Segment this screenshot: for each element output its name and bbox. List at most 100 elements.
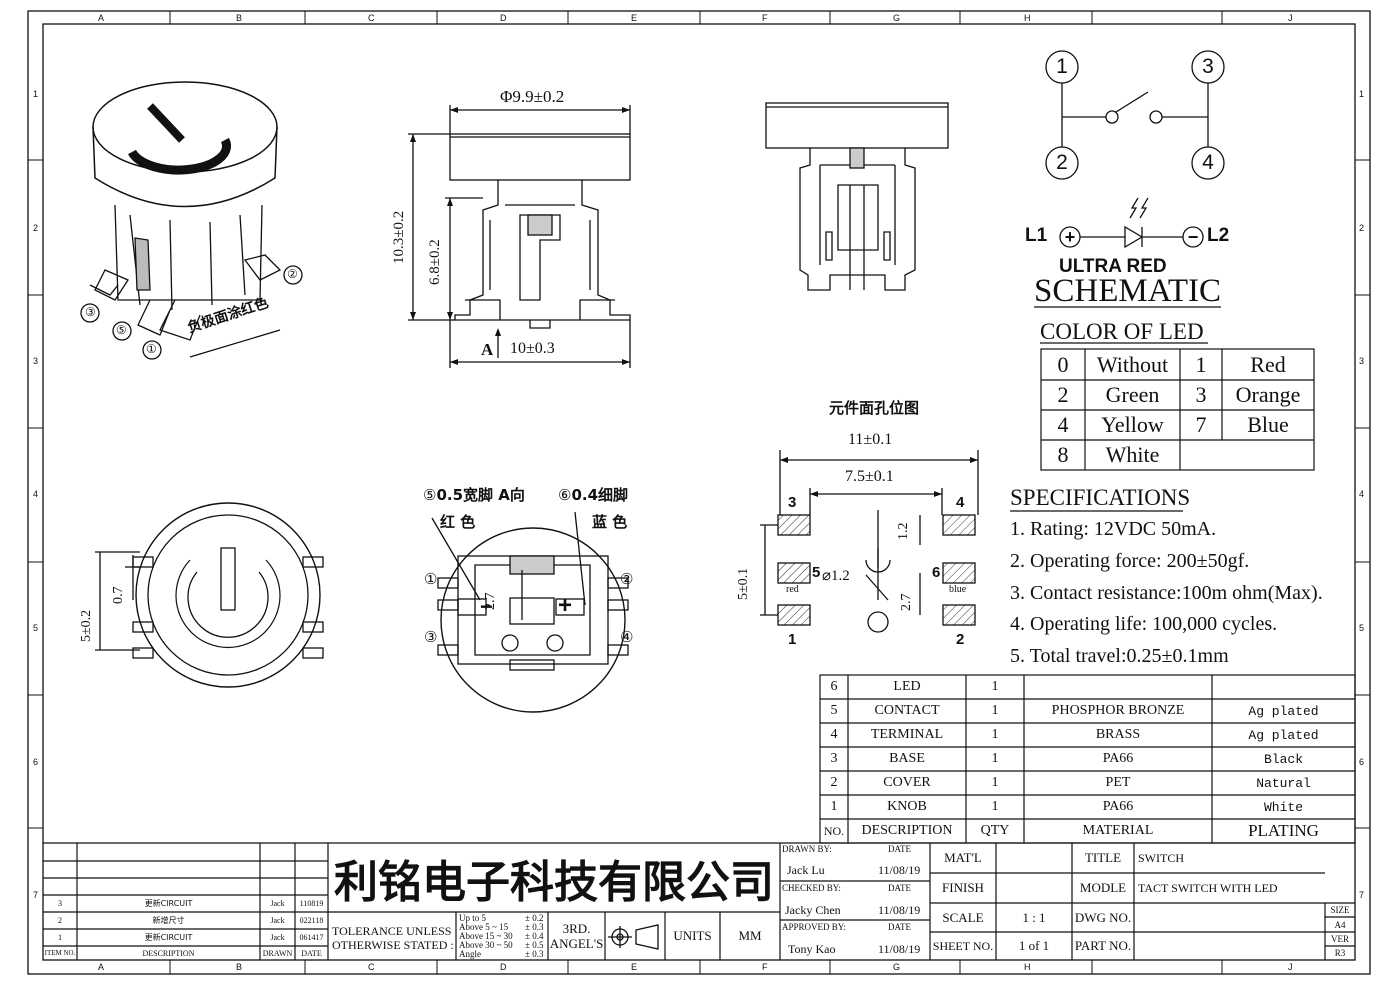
size-value: A4 — [1334, 919, 1346, 930]
isometric-view — [80, 81, 303, 360]
title-value: SWITCH — [1138, 850, 1184, 865]
outer-border — [27, 10, 1371, 975]
view-a-label: A — [481, 340, 494, 359]
schematic-pin-4: 4 — [1202, 151, 1214, 174]
col-letter: J — [1288, 962, 1293, 972]
row-number: 6 — [1359, 757, 1365, 767]
col-letter: B — [236, 13, 243, 23]
anode-plus-icon: + — [1064, 227, 1076, 247]
spec-item: 2. Operating force: 200±50gf. — [1010, 550, 1250, 572]
col-letter: A — [98, 962, 105, 972]
row-number: 1 — [1359, 89, 1365, 99]
pcb-11-dim: 11±0.1 — [848, 431, 893, 448]
col-letter: E — [631, 962, 638, 972]
diameter-dim: Φ9.9±0.2 — [500, 87, 565, 106]
grid-ticks — [28, 11, 1370, 974]
pad-blue-label: blue — [949, 584, 967, 595]
spec-item: 3. Contact resistance:100m ohm(Max). — [1010, 582, 1323, 604]
row-number: 6 — [33, 757, 39, 767]
schematic-drawing — [1045, 50, 1225, 249]
row-number: 4 — [1359, 489, 1365, 499]
led-color-title: COLOR OF LED — [1040, 319, 1204, 344]
part-no-label: PART NO. — [1074, 938, 1132, 953]
col-letter: E — [631, 13, 638, 23]
approved-name: Tony Kao — [788, 942, 836, 956]
red-side-label: 红 色 — [440, 513, 476, 531]
row-number: 5 — [33, 623, 39, 633]
cathode-minus-icon: − — [1187, 227, 1199, 247]
row-number: 3 — [1359, 356, 1365, 366]
led-type-label: ULTRA RED — [1059, 256, 1167, 277]
col-letter: H — [1024, 962, 1031, 972]
bottom-view — [431, 511, 629, 713]
specs-title: SPECIFICATIONS — [1010, 485, 1191, 510]
units-label: UNITS — [673, 928, 712, 943]
row-number: 1 — [33, 89, 39, 99]
col-letter: F — [762, 962, 768, 972]
row-number: 3 — [33, 356, 39, 366]
checked-by-label: CHECKED BY: — [782, 883, 841, 893]
drawn-date: 11/08/19 — [878, 863, 921, 877]
pad-2-label: 2 — [956, 631, 965, 648]
spec-item: 1. Rating: 12VDC 50mA. — [1010, 518, 1217, 540]
checked-date-label: DATE — [888, 883, 911, 893]
approved-date: 11/08/19 — [878, 942, 921, 956]
front-view — [95, 502, 324, 688]
pad-6-label: 6 — [932, 564, 941, 581]
inner-border — [42, 23, 1356, 961]
col-letter: A — [98, 13, 105, 23]
blue-side-label: 蓝 色 — [592, 513, 628, 531]
col-letter: G — [893, 13, 901, 23]
col-letter: J — [1288, 13, 1293, 23]
title-block-grid — [43, 842, 1355, 960]
pin-5-label: ⑤ — [116, 323, 127, 337]
led-color-table-grid — [1010, 306, 1315, 512]
schematic-pin-2: 2 — [1056, 151, 1068, 174]
col-letter: H — [1024, 13, 1031, 23]
pad-3-label: 3 — [788, 494, 797, 511]
minus-icon: − — [480, 594, 493, 619]
pin-1-label: ① — [146, 342, 157, 356]
drawn-name: Jack Lu — [787, 863, 825, 877]
company-name: 利铭电子科技有限公司 — [334, 857, 774, 908]
row-number: 2 — [33, 223, 39, 233]
col-letter: C — [368, 962, 375, 972]
spec-item: 5. Total travel:0.25±0.1mm — [1010, 645, 1229, 667]
row-number: 2 — [1359, 223, 1365, 233]
total-height-dim: 10.3±0.2 — [391, 210, 407, 264]
col-letter: G — [893, 962, 901, 972]
side-view-right — [765, 102, 949, 291]
l2-label: L2 — [1207, 225, 1230, 246]
model-value: TACT SWITCH WITH LED — [1138, 880, 1278, 895]
row-number: 4 — [33, 489, 39, 499]
pcb-5-dim: 5±0.1 — [736, 567, 751, 600]
l1-label: L1 — [1025, 225, 1048, 246]
front-07-dim: 0.7 — [111, 586, 126, 605]
material-label: MAT'L — [944, 850, 982, 865]
pcb-75-dim: 7.5±0.1 — [845, 468, 894, 485]
sheet-label: SHEET NO. — [932, 938, 994, 953]
scale-label: SCALE — [942, 909, 984, 925]
title-label: TITLE — [1084, 850, 1122, 865]
col-letter: C — [368, 13, 375, 23]
ver-value: R3 — [1334, 948, 1346, 958]
bottom-pin-4: ④ — [620, 629, 634, 646]
pad-red-label: red — [786, 584, 799, 595]
base-width-dim: 10±0.3 — [510, 340, 555, 357]
col-letter: D — [500, 13, 507, 23]
approved-date-label: DATE — [888, 922, 911, 932]
pcb-12-dim: 1.2 — [896, 522, 911, 541]
projection-angle: 3RD. ANGEL'S — [549, 921, 604, 951]
pin-6-thin-label: ⑥0.4细脚 — [558, 486, 629, 504]
pin-5-wide-label: ⑤0.5宽脚 A向 — [423, 486, 525, 504]
projection-symbol — [608, 924, 659, 950]
units-value: MM — [738, 928, 762, 943]
col-letter: B — [236, 962, 243, 972]
dwg-no-label: DWG NO. — [1074, 909, 1132, 925]
checked-name: Jacky Chen — [785, 903, 841, 917]
schematic-pin-1: 1 — [1056, 55, 1068, 78]
row-number: 5 — [1359, 623, 1365, 633]
scale-value: 1 : 1 — [1022, 909, 1046, 925]
row-number: 7 — [33, 890, 39, 900]
